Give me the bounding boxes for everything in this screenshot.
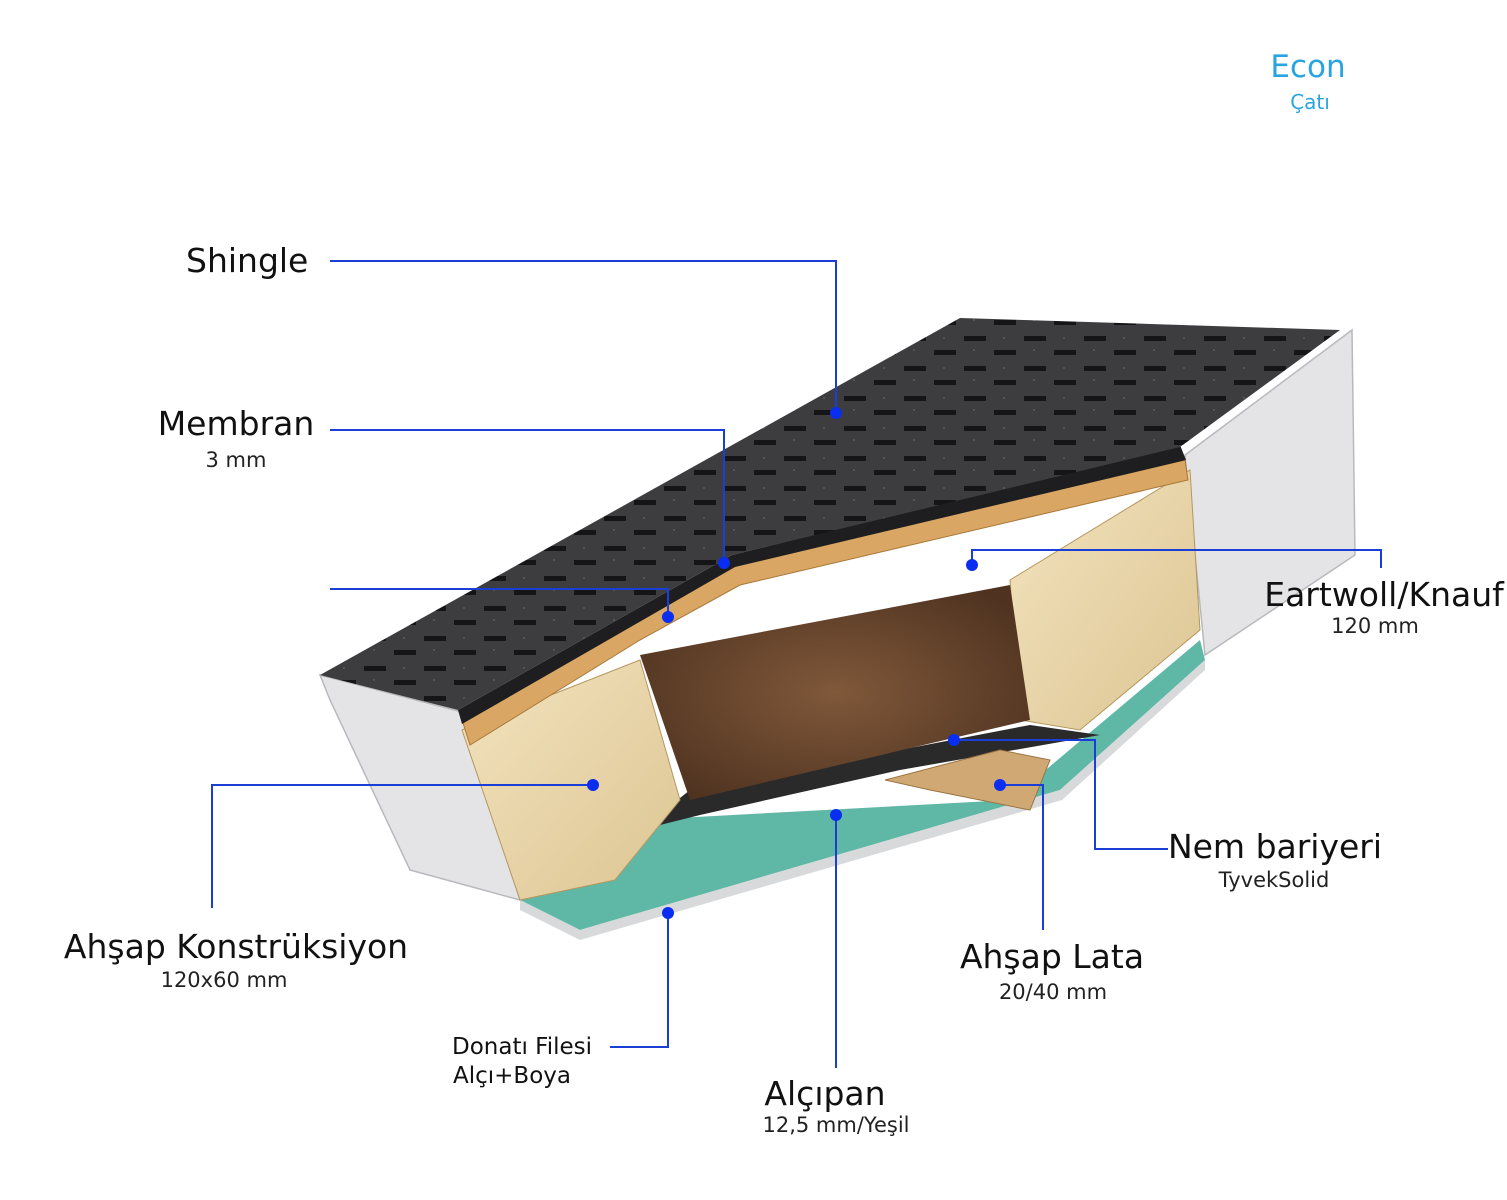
markers (587, 407, 1006, 919)
brand-subtitle: Çatı (1290, 90, 1330, 114)
marker-vapor-barrier (948, 734, 960, 746)
shingle-surface (320, 318, 1340, 710)
label-mesh-sub: Alçı+Boya (453, 1063, 571, 1089)
label-vapor-barrier: Nem bariyeri (1167, 827, 1383, 866)
label-timber-frame-sub: 120x60 mm (160, 968, 288, 992)
leader-vapor-barrier (954, 739, 1168, 850)
label-gypsum: Alçıpan (764, 1074, 886, 1113)
insulation-cavity (640, 585, 1030, 800)
leader-lines (211, 260, 1382, 1068)
left-timber-joist (461, 659, 681, 901)
marker-insulation (966, 559, 978, 571)
right-fascia-panel (1184, 328, 1356, 657)
marker-gypsum (830, 809, 842, 821)
leader-membran (330, 429, 725, 563)
leader-batten (1000, 784, 1044, 930)
label-batten: Ahşap Lata (959, 937, 1145, 976)
marker-membran (718, 557, 730, 569)
label-insulation-sub: 120 mm (1331, 614, 1419, 638)
vapor-barrier-layer (640, 725, 1100, 830)
label-gypsum-sub: 12,5 mm/Yeşil (762, 1113, 910, 1137)
leader-insulation (971, 549, 1382, 568)
leader-osb (330, 588, 669, 617)
membrane-layer (458, 445, 1186, 724)
marker-batten (994, 779, 1006, 791)
marker-osb (662, 611, 674, 623)
label-timber-frame: Ahşap Konstrüksiyon (63, 927, 409, 966)
marker-timber (587, 779, 599, 791)
leader-timber (211, 784, 593, 908)
gypsum-board (520, 640, 1205, 930)
label-batten-sub: 20/40 mm (998, 980, 1108, 1004)
leader-shingle (330, 260, 837, 413)
left-fascia-panel (318, 673, 522, 902)
leader-mesh (610, 913, 669, 1048)
label-vapor-barrier-sub: TyvekSolid (1218, 868, 1330, 892)
label-membran-sub: 3 mm (205, 448, 267, 472)
label-mesh: Donatı Filesi (452, 1034, 593, 1060)
label-insulation: Eartwoll/Knauf (1264, 575, 1504, 614)
marker-mesh (662, 907, 674, 919)
label-shingle: Shingle (186, 241, 309, 280)
marker-shingle (830, 407, 842, 419)
label-membran: Membran (157, 404, 315, 443)
brand-title: Econ (1270, 49, 1346, 85)
